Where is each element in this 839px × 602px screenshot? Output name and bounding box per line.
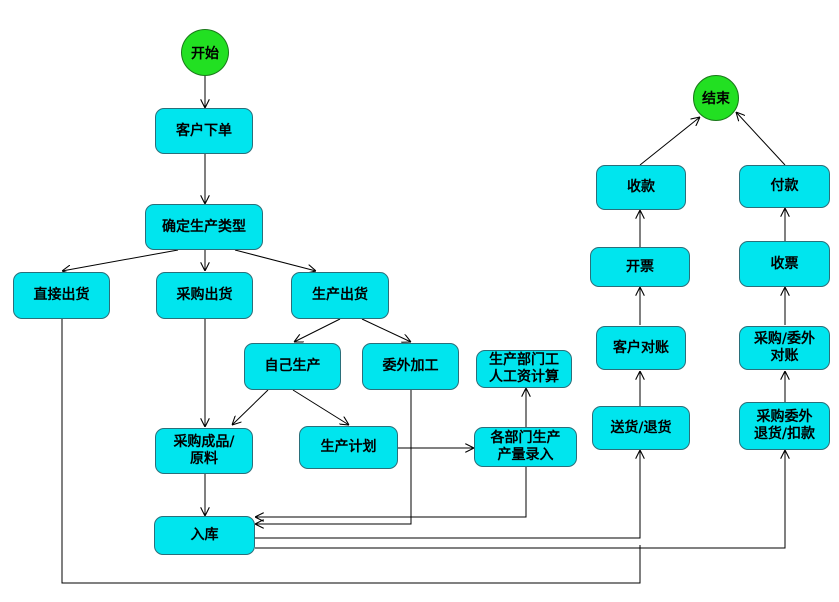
edge-type-to-production [234,249,316,271]
node-purchase-reconcile: 采购/委外 对账 [739,326,830,370]
edge-warehouse-to-purchase-return [255,450,785,549]
node-purchase-material: 采购成品/ 原料 [155,428,253,474]
start-node: 开始 [181,29,229,76]
edge-outsource-to-warehouse [255,390,412,524]
edge-collect-to-end [639,117,700,166]
node-customer-order: 客户下单 [155,108,253,154]
edge-self-to-plan [292,389,349,425]
edge-pay-to-end [736,112,786,166]
node-dept-output-entry: 各部门生产 产量录入 [474,427,577,467]
node-receive-invoice: 收票 [739,241,830,287]
node-self-produce: 自己生产 [244,343,341,390]
node-purchase-ship: 采购出货 [156,272,253,319]
edge-direct-to-deliver [61,319,641,584]
edge-output-to-warehouse [255,467,527,517]
node-customer-reconcile: 客户对账 [596,326,686,370]
node-outsource: 委外加工 [362,343,459,390]
node-invoice: 开票 [590,247,690,287]
node-dept-wage-calc: 生产部门工 人工资计算 [476,350,572,388]
edge-self-to-material [232,389,269,425]
edge-type-to-direct [62,249,179,271]
node-confirm-production-type: 确定生产类型 [145,204,263,250]
node-production-plan: 生产计划 [299,426,398,469]
edge-warehouse-to-deliver [255,450,640,539]
end-node: 结束 [693,75,739,121]
node-deliver-return: 送货/退货 [592,406,690,450]
node-purchase-return: 采购委外 退货/扣款 [739,402,830,450]
node-pay: 付款 [739,165,830,208]
edge-production-to-self [294,318,341,342]
edge-production-to-outsource [361,318,411,342]
node-collect-payment: 收款 [596,165,686,210]
node-production-ship: 生产出货 [291,272,389,319]
node-warehouse-in: 入库 [154,516,255,555]
node-direct-ship: 直接出货 [13,272,110,319]
